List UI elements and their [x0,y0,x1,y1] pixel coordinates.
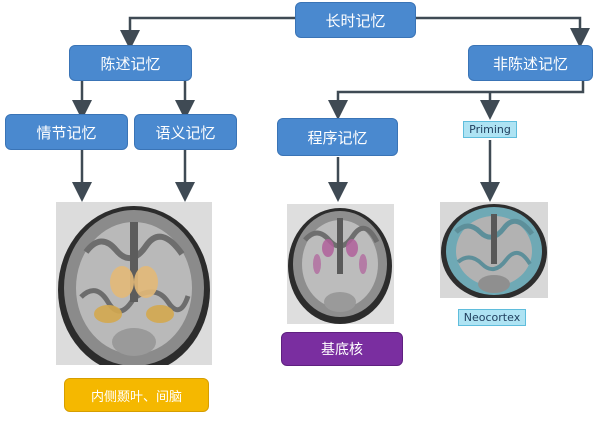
node-priming: Priming [463,121,517,138]
mri-coronal-procedural [287,204,394,324]
region-mtl-diencephalon: 内侧颞叶、间脑 [64,378,209,412]
node-long-term-memory: 长时记忆 [295,2,416,38]
node-procedural-memory: 程序记忆 [277,118,398,156]
mri-coronal-declarative [56,202,212,365]
line-root-declarative [120,16,295,50]
basal-ganglia-highlight-left [322,239,334,257]
line-root-nondeclarative [416,16,590,48]
basal-ganglia-highlight-right [346,239,358,257]
mtl-highlight-left [94,305,122,323]
diencephalon-highlight-left [110,266,134,298]
node-episodic-memory: 情节记忆 [5,114,128,150]
mtl-highlight-right [146,305,174,323]
node-declarative-memory: 陈述记忆 [69,45,192,81]
mri-coronal-neocortex [440,202,548,298]
region-basal-ganglia: 基底核 [281,332,403,366]
line-nondeclarative-procedural [328,80,585,120]
region-neocortex: Neocortex [458,309,526,326]
diencephalon-highlight-right [134,266,158,298]
node-semantic-memory: 语义记忆 [134,114,237,150]
node-nondeclarative-memory: 非陈述记忆 [468,45,593,81]
